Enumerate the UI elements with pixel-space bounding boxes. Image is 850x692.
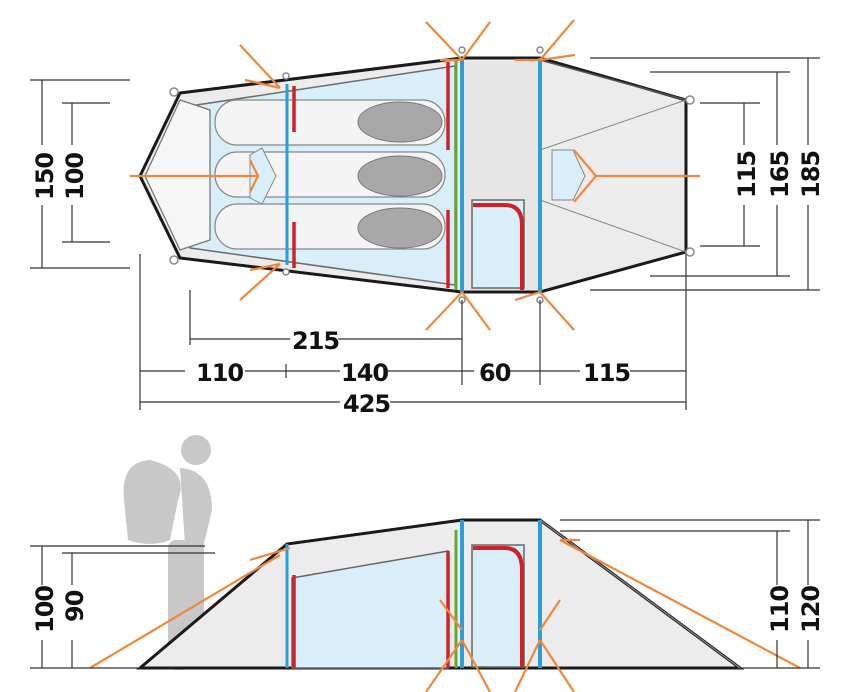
sleeper-head-1 xyxy=(357,101,443,143)
top-view: 215 110 140 60 115 425 150 100 xyxy=(30,19,825,418)
sleeper-heads xyxy=(357,101,443,249)
dim-sleeping-area: 140 xyxy=(341,359,388,387)
dim-inner-length: 215 xyxy=(292,327,339,355)
dim-inner-width: 100 xyxy=(61,153,89,200)
side-dim-front-outer-height: 120 xyxy=(797,586,825,633)
guy-lines-side-view xyxy=(89,538,801,692)
horizontal-dimension-lines xyxy=(139,254,687,410)
middle-inner-room xyxy=(471,199,525,289)
dim-middle-section: 60 xyxy=(479,359,511,387)
front-detail-1 xyxy=(539,99,687,151)
side-view: 100 90 110 120 xyxy=(30,435,825,692)
sleeper-head-3 xyxy=(357,207,443,249)
dim-vestibule-rear: 110 xyxy=(196,359,243,387)
front-window xyxy=(551,149,586,201)
dim-total-length: 425 xyxy=(343,390,390,418)
front-detail-2 xyxy=(539,199,687,253)
side-right-dimension-lines xyxy=(560,519,820,669)
side-line-front xyxy=(539,519,741,669)
side-dim-front-inner-height: 110 xyxy=(766,586,794,633)
dim-front-outer: 185 xyxy=(797,151,825,198)
dim-front-mid: 165 xyxy=(766,151,794,198)
side-left-dimension-lines xyxy=(30,545,215,669)
front-ridge-line xyxy=(539,59,687,101)
sleeper-head-2 xyxy=(357,155,443,197)
guy-lines-top-view xyxy=(130,19,700,331)
tent-side-middle-room xyxy=(471,544,525,668)
dim-front-vestibule: 115 xyxy=(583,359,630,387)
middle-door-red xyxy=(473,203,524,290)
dim-front-inner: 115 xyxy=(733,151,761,198)
stakes xyxy=(169,46,695,304)
side-door-red xyxy=(473,546,524,668)
left-vertical-dimension-lines xyxy=(30,79,130,269)
dim-outer-width: 150 xyxy=(31,153,59,200)
right-vertical-dimension-lines xyxy=(590,57,820,291)
side-dim-outer-height: 100 xyxy=(31,586,59,633)
side-dim-inner-height: 90 xyxy=(61,590,89,622)
